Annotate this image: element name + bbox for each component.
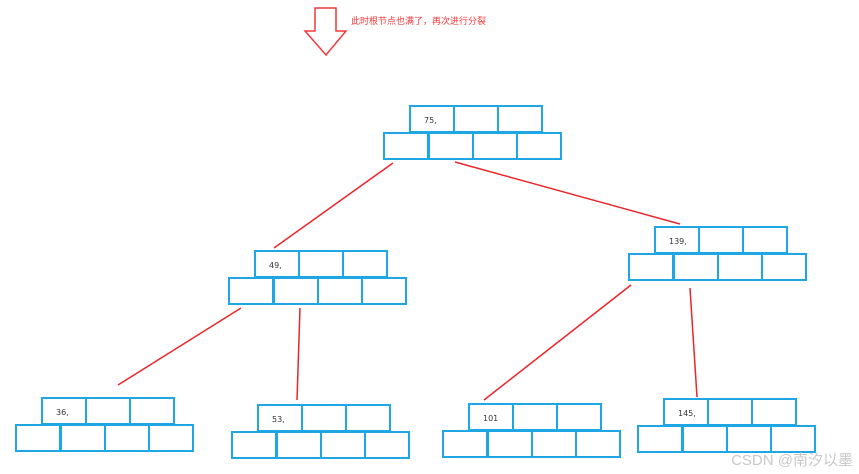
pointer-slot [15, 424, 61, 452]
pointer-slot [428, 132, 474, 160]
key-slot [751, 398, 797, 426]
pointer-slot [628, 253, 674, 281]
key-slot [556, 403, 602, 431]
node-leaf-53: 53, [231, 404, 410, 459]
key-slot [85, 397, 131, 425]
pointer-slot [231, 431, 277, 459]
pointer-slot [104, 424, 150, 452]
node-left: 49, [228, 250, 407, 305]
key-slot [298, 250, 344, 278]
node-key: 139, [669, 237, 687, 246]
key-slot [497, 105, 543, 133]
pointer-slot [717, 253, 763, 281]
pointer-slot [148, 424, 194, 452]
edge-root-to-left [273, 162, 394, 249]
key-slot [512, 403, 558, 431]
node-key: 36, [56, 408, 69, 417]
key-slot [742, 226, 788, 254]
pointer-slot [320, 431, 366, 459]
pointer-slot [60, 424, 106, 452]
pointer-slot [442, 430, 488, 458]
edge-left-to-leaf-36 [117, 307, 242, 386]
down-arrow-icon [303, 7, 348, 57]
pointer-slot [531, 430, 577, 458]
node-key: 49, [269, 261, 282, 270]
edge-left-to-leaf-53 [296, 307, 301, 401]
key-slot [707, 398, 753, 426]
pointer-slot [228, 277, 274, 305]
pointer-slot [383, 132, 429, 160]
node-key: 53, [272, 415, 285, 424]
pointer-slot [726, 425, 772, 453]
node-leaf-145: 145, [637, 398, 816, 453]
key-slot [342, 250, 388, 278]
node-root: 75, [383, 105, 562, 160]
pointer-slot [273, 277, 319, 305]
node-leaf-101: 101 [442, 403, 621, 458]
pointer-slot [364, 431, 410, 459]
watermark: CSDN @南汐以墨 [731, 452, 853, 469]
pointer-slot [637, 425, 683, 453]
pointer-slot [472, 132, 518, 160]
pointer-slot [516, 132, 562, 160]
edge-right-to-leaf-101 [483, 284, 632, 401]
pointer-slot [317, 277, 363, 305]
node-right: 139, [628, 226, 807, 281]
pointer-slot [276, 431, 322, 459]
key-slot [698, 226, 744, 254]
edge-root-to-right [454, 161, 681, 225]
pointer-slot [673, 253, 719, 281]
node-key: 75, [424, 116, 437, 125]
split-annotation: 此时根节点也满了，再次进行分裂 [351, 17, 487, 27]
key-slot [301, 404, 347, 432]
node-leaf-36: 36, [15, 397, 194, 452]
pointer-slot [361, 277, 407, 305]
pointer-slot [487, 430, 533, 458]
pointer-slot [682, 425, 728, 453]
pointer-slot [770, 425, 816, 453]
node-key: 145, [678, 409, 696, 418]
pointer-slot [575, 430, 621, 458]
edge-right-to-leaf-145 [689, 287, 698, 398]
pointer-slot [761, 253, 807, 281]
key-slot [129, 397, 175, 425]
node-key: 101 [483, 414, 498, 423]
key-slot [345, 404, 391, 432]
key-slot [453, 105, 499, 133]
